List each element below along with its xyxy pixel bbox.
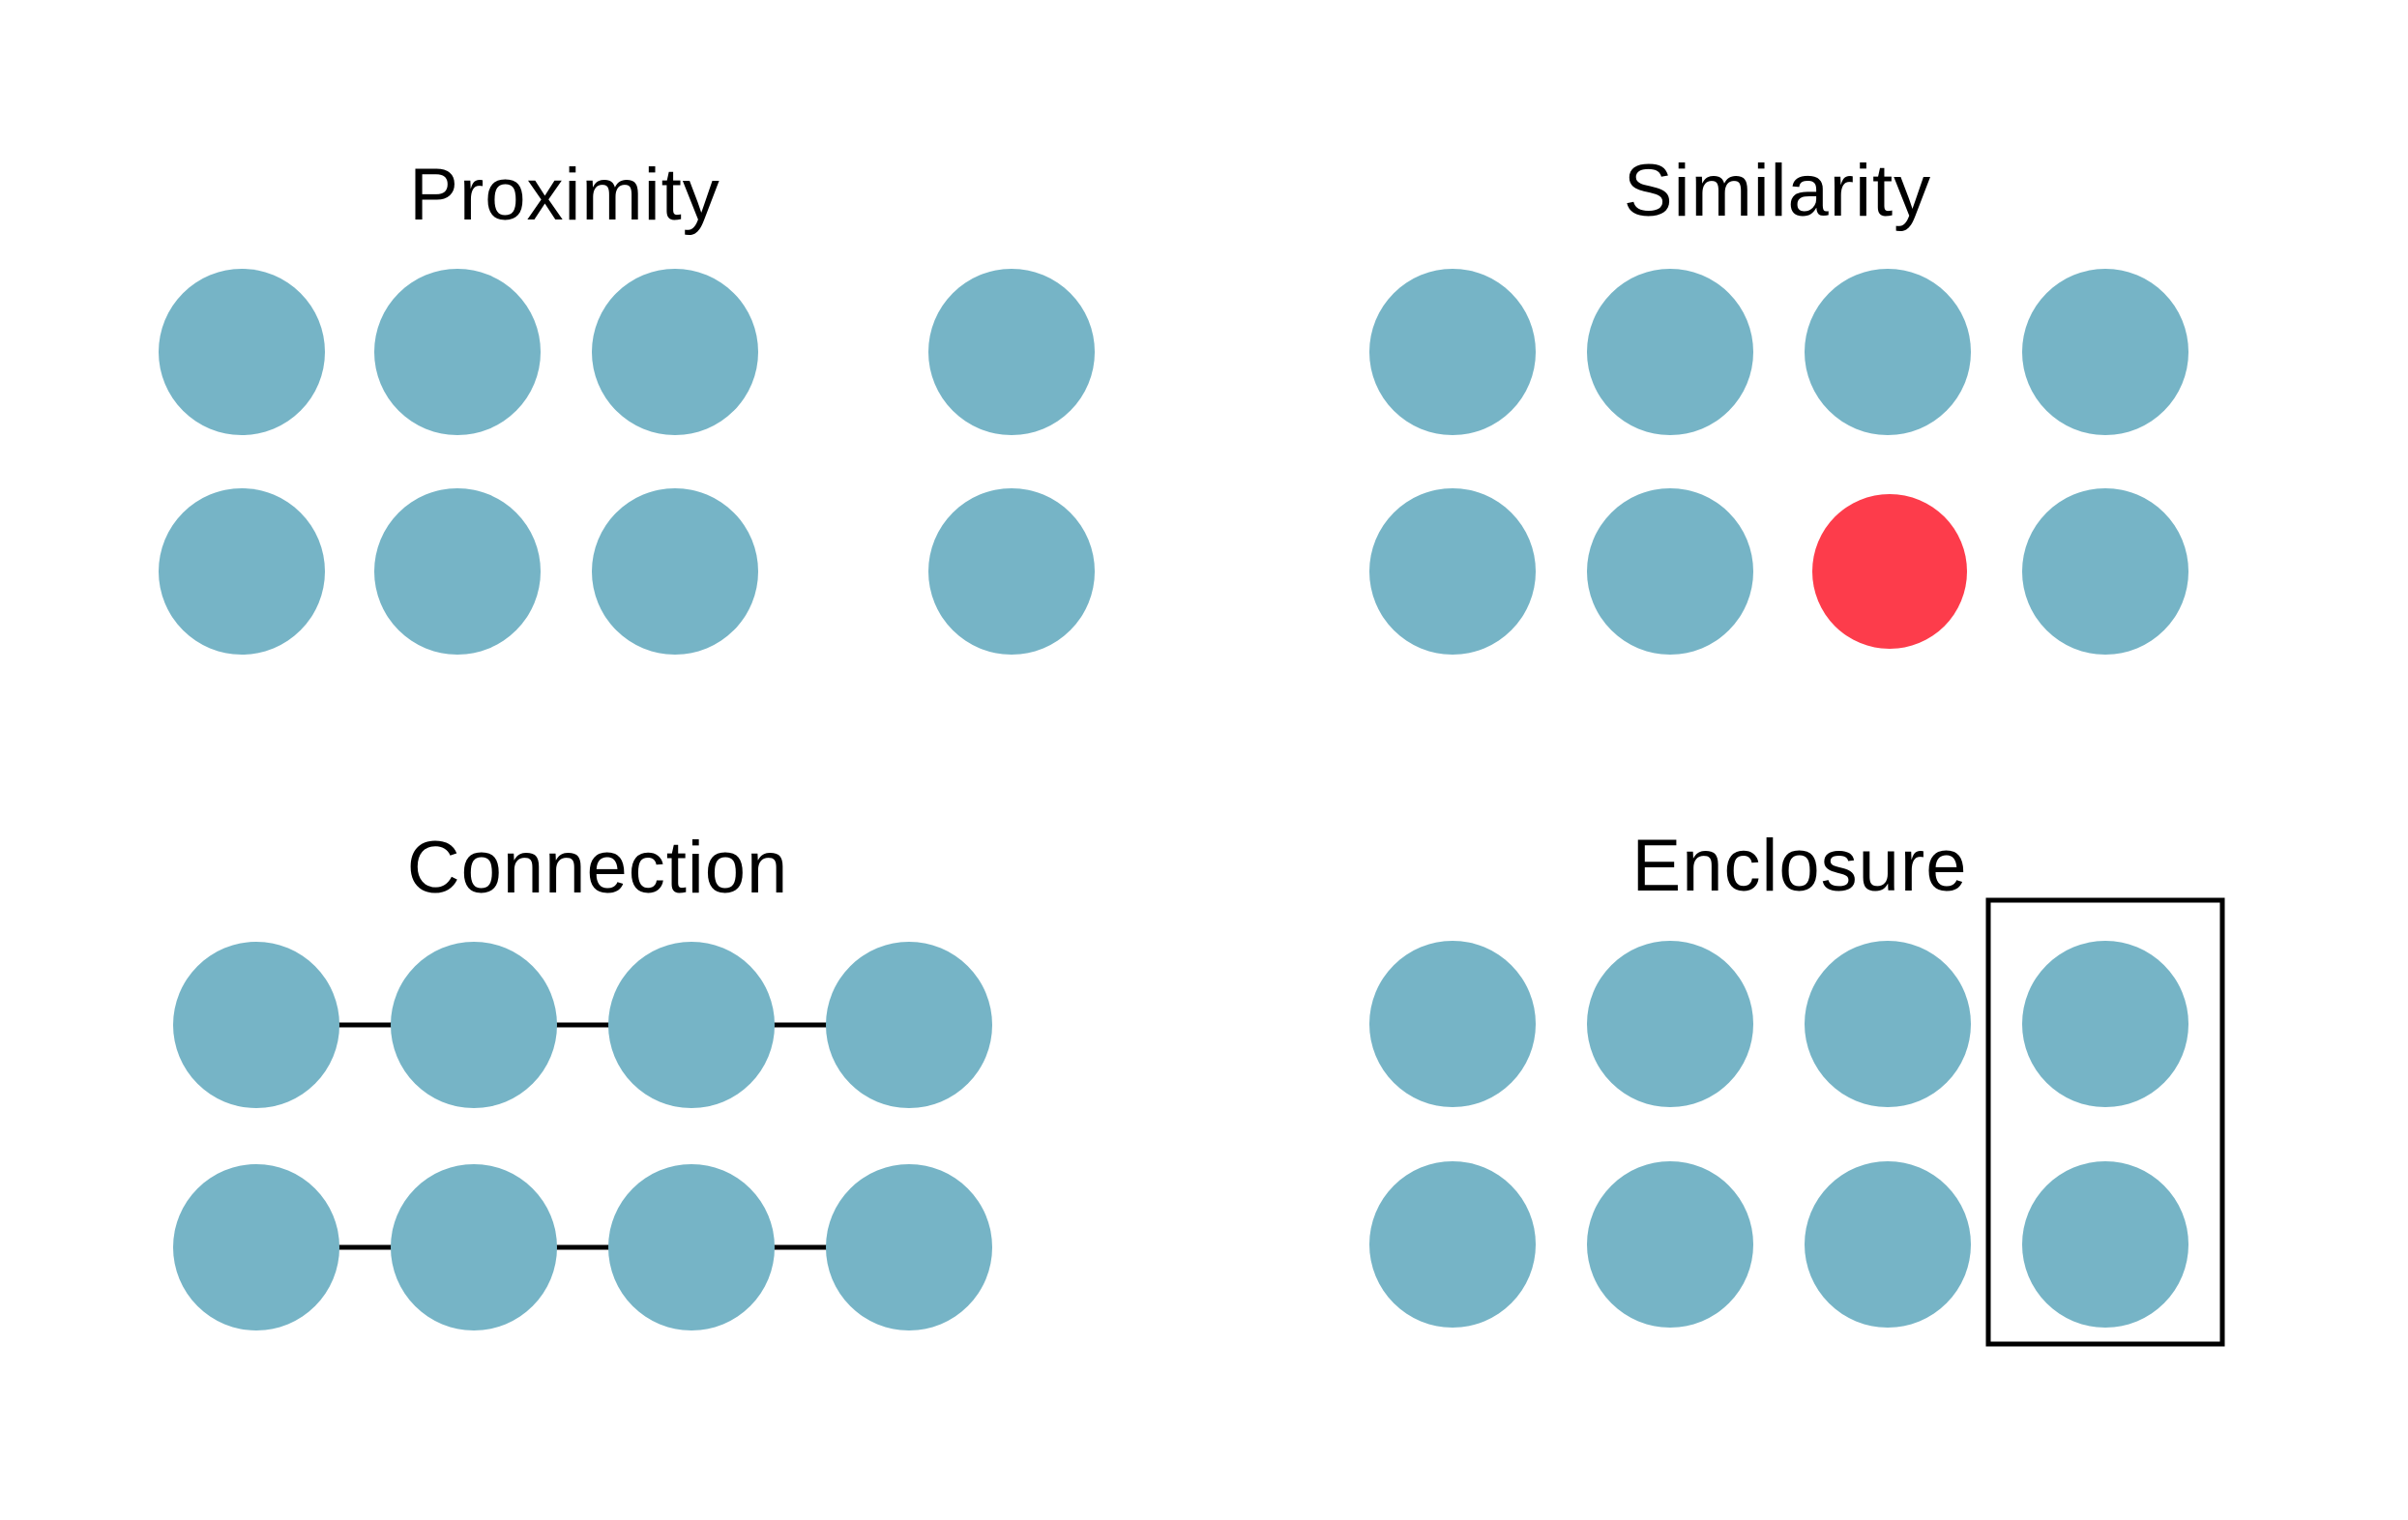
panel-connection — [173, 942, 992, 1330]
similarity-dot-3 — [1805, 269, 1971, 435]
panel-enclosure — [1369, 897, 2225, 1347]
similarity-dot-4 — [2022, 269, 2188, 435]
similarity-dot-1 — [1369, 269, 1536, 435]
enclosure-dot-1 — [1369, 941, 1536, 1107]
similarity-dot-8 — [2022, 488, 2188, 655]
connection-dot-1 — [173, 942, 339, 1108]
enclosure-rectangle — [1985, 897, 2225, 1347]
connection-dot-7 — [608, 1164, 775, 1330]
enclosure-dot-6 — [1587, 1161, 1753, 1328]
connection-dot-8 — [826, 1164, 992, 1330]
panel-title-enclosure: Enclosure — [1631, 825, 1968, 907]
similarity-dot-6 — [1587, 488, 1753, 655]
enclosure-dot-3 — [1805, 941, 1971, 1107]
enclosure-dot-7 — [1805, 1161, 1971, 1328]
proximity-dot-3 — [592, 269, 758, 435]
enclosure-dot-4 — [2022, 941, 2188, 1107]
proximity-dot-7 — [592, 488, 758, 655]
proximity-dot-8 — [928, 488, 1095, 655]
proximity-dot-6 — [374, 488, 541, 655]
panel-proximity — [159, 269, 1095, 655]
connection-dot-3 — [608, 942, 775, 1108]
similarity-dot-7-highlighted — [1812, 494, 1967, 649]
enclosure-dot-8 — [2022, 1161, 2188, 1328]
connection-dot-2 — [391, 942, 557, 1108]
enclosure-dot-5 — [1369, 1161, 1536, 1328]
connection-dot-5 — [173, 1164, 339, 1330]
proximity-dot-1 — [159, 269, 325, 435]
panel-similarity — [1369, 269, 2188, 655]
connection-dot-4 — [826, 942, 992, 1108]
panel-title-similarity: Similarity — [1623, 150, 1932, 232]
similarity-dot-5 — [1369, 488, 1536, 655]
connection-dot-6 — [391, 1164, 557, 1330]
panel-title-connection: Connection — [406, 827, 789, 909]
similarity-dot-2 — [1587, 269, 1753, 435]
proximity-dot-5 — [159, 488, 325, 655]
panel-title-proximity: Proximity — [409, 154, 720, 236]
proximity-dot-2 — [374, 269, 541, 435]
enclosure-dot-2 — [1587, 941, 1753, 1107]
proximity-dot-4 — [928, 269, 1095, 435]
